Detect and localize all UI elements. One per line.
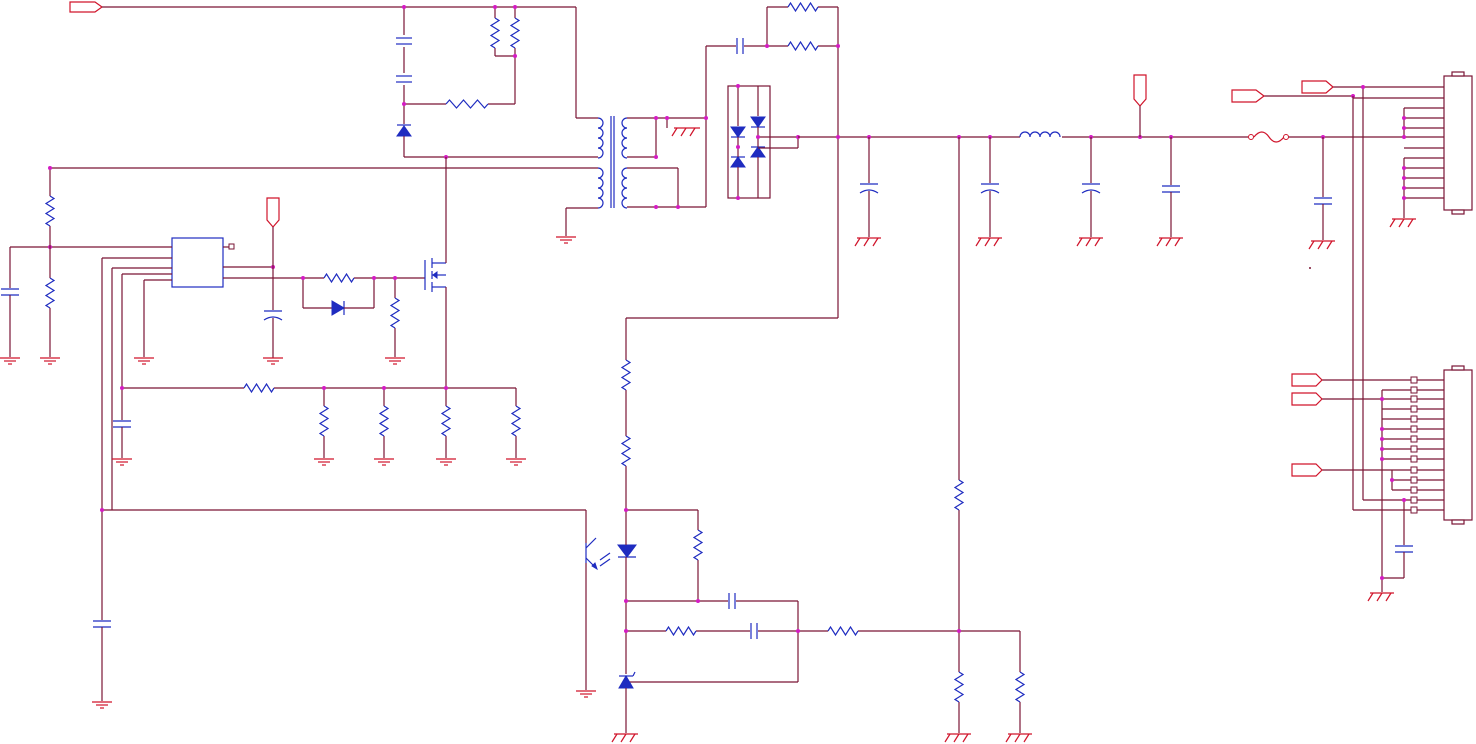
resistor [380,406,388,436]
output-rc-snubber [706,7,840,318]
feedback-line [93,258,586,701]
resistor [666,627,696,635]
input-ports-upper-right [1232,81,1333,102]
resistor [491,18,499,48]
chassis-ground [945,734,971,742]
gate-drive-network [301,276,425,357]
input-ports-lower-right [1292,374,1322,476]
ground-symbol [506,459,526,465]
ground-symbol [385,358,405,364]
resistor [622,360,630,390]
resistor [1016,672,1024,702]
resistor [955,672,963,702]
ground-symbol [436,459,456,465]
optocoupler [586,538,636,690]
input-port-top-left [70,2,576,12]
output-test-port [1134,75,1146,137]
resistor [46,278,54,308]
controller-ic [10,238,303,287]
resistor [622,436,630,466]
output-inductor [1020,132,1060,137]
resistor [391,298,399,328]
chassis-ground [1157,238,1183,246]
output-rail [798,135,1444,139]
chassis-ground [612,734,638,742]
resistor [320,406,328,436]
chassis-ground [1390,219,1416,227]
resistor [828,627,858,635]
ground-symbol [92,702,112,708]
resistor [788,42,818,50]
feedback-divider-network [619,137,1020,733]
chassis-ground [976,238,1002,246]
stray-mark [1309,267,1311,269]
resistor [955,480,963,510]
ground-symbol [576,691,596,697]
start-up-divider [1,166,52,357]
resistors [46,3,1024,702]
ground-symbol [112,459,132,465]
chassis-ground [1309,241,1335,249]
output-fuse [1249,132,1289,142]
resistor [788,3,818,11]
resistor [442,406,450,436]
resistor [46,196,54,226]
ground-symbol [263,358,283,364]
resistor [324,274,354,282]
ground-symbol [556,237,576,243]
chassis-ground [855,238,881,246]
snubber-network [396,5,598,159]
power-mosfet [425,157,446,388]
ground-symbols [0,219,1416,742]
chassis-ground [1006,734,1032,742]
resistor [694,530,702,560]
resistor [512,406,520,436]
ground-symbol [40,358,60,364]
current-sense-network [113,274,516,458]
output-filter-caps [860,137,1332,240]
ground-symbol [134,358,154,364]
connector-header-upper [1264,72,1472,218]
resistor [511,18,519,48]
chassis-ground [1368,593,1394,601]
resistor [244,384,274,392]
output-rectifier [728,84,800,200]
ground-symbol [0,358,20,364]
chassis-ground [1077,238,1103,246]
ground-symbol [374,459,394,465]
resistor [446,100,488,108]
transformer [50,46,708,236]
connector-header-lower [1322,366,1472,592]
chassis-ground-secondary [672,128,700,136]
ground-symbol [314,459,334,465]
